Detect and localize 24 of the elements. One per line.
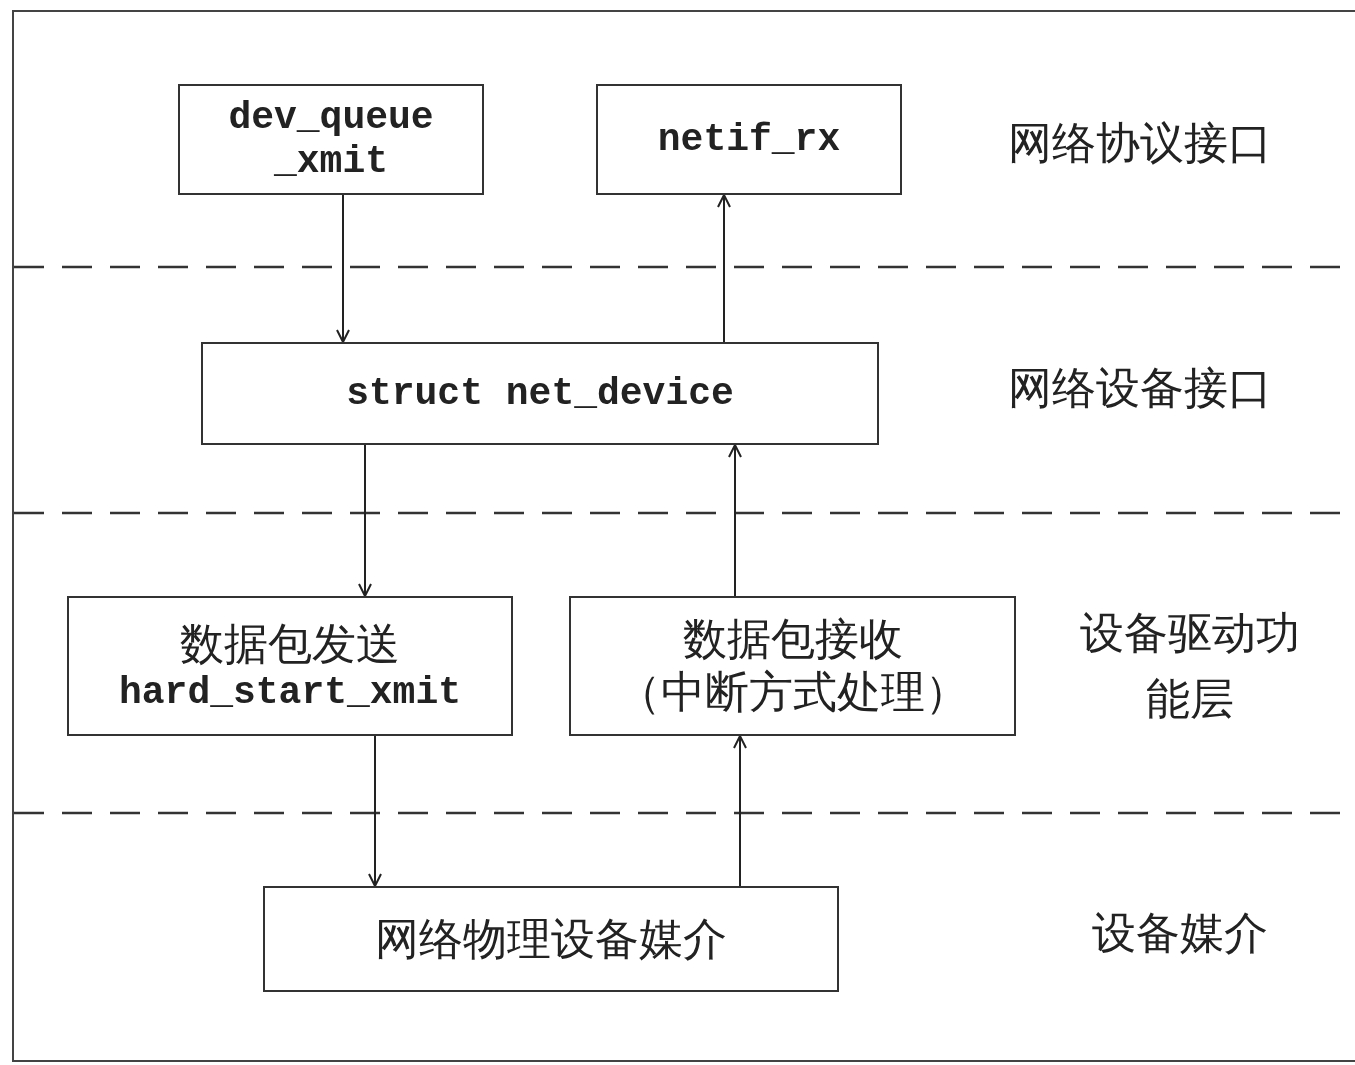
arrow: [368, 735, 382, 887]
process-box: [201, 342, 879, 445]
box-label: （中断方式处理）: [616, 666, 969, 719]
box-label: 数据包发送: [180, 617, 400, 671]
arrow: [336, 194, 350, 343]
process-box: [569, 596, 1016, 736]
arrow: [733, 735, 747, 887]
box-label: struct net_device: [346, 371, 734, 416]
process-box: [67, 596, 513, 736]
box-label: netif_rx: [657, 117, 841, 162]
layer-label: 网络设备接口: [1007, 361, 1273, 415]
box-label: hard_start_xmit: [118, 670, 462, 715]
arrow: [358, 444, 372, 597]
layer-label: 网络协议接口: [1007, 116, 1273, 170]
process-box: [263, 886, 839, 992]
box-label: dev_queue _xmit: [227, 95, 435, 184]
box-label: 数据包接收: [682, 613, 903, 666]
box-label: 网络物理设备媒介: [375, 912, 727, 966]
process-box: [596, 84, 902, 195]
arrow: [717, 194, 731, 343]
layer-label: 设备驱动功能层: [1079, 606, 1301, 726]
layer-label: 设备媒介: [1091, 906, 1269, 960]
process-box: [178, 84, 484, 195]
arrow: [728, 444, 742, 597]
